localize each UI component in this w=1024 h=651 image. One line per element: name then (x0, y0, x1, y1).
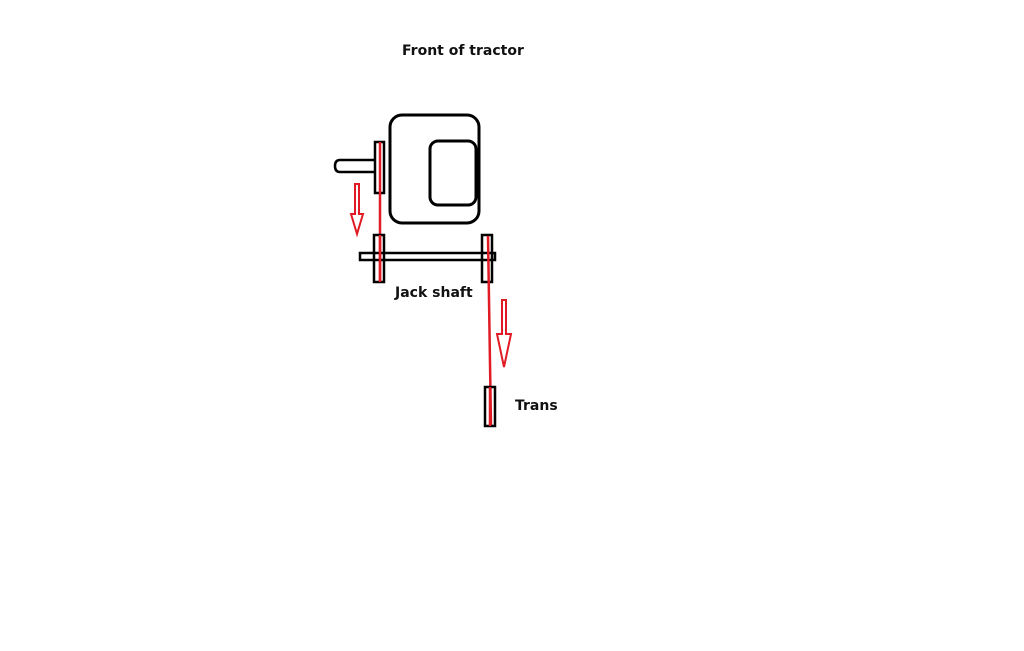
direction-arrow-icon (349, 183, 365, 238)
jack-shaft-label: Jack shaft (395, 285, 473, 301)
engine-block (388, 113, 481, 225)
jack-shaft-right-pulley (480, 233, 494, 284)
transmission-label: Trans (515, 398, 558, 414)
engine-output-shaft (333, 158, 376, 174)
diagram-title: Front of tractor (402, 43, 524, 59)
jack-shaft (358, 251, 497, 262)
direction-arrow-icon (495, 299, 513, 368)
engine-inner-box (428, 139, 478, 207)
